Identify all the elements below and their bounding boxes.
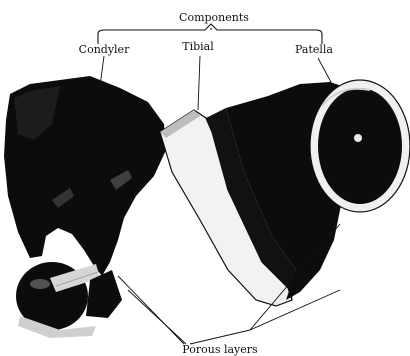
condyler-label: Condyler bbox=[79, 43, 130, 56]
porous-layers-label: Porous layers bbox=[182, 343, 258, 356]
tibial-label: Tibial bbox=[182, 40, 214, 53]
patella-label: Patella bbox=[295, 43, 333, 56]
condylar-component bbox=[4, 76, 166, 338]
components-label: Components bbox=[179, 11, 249, 24]
